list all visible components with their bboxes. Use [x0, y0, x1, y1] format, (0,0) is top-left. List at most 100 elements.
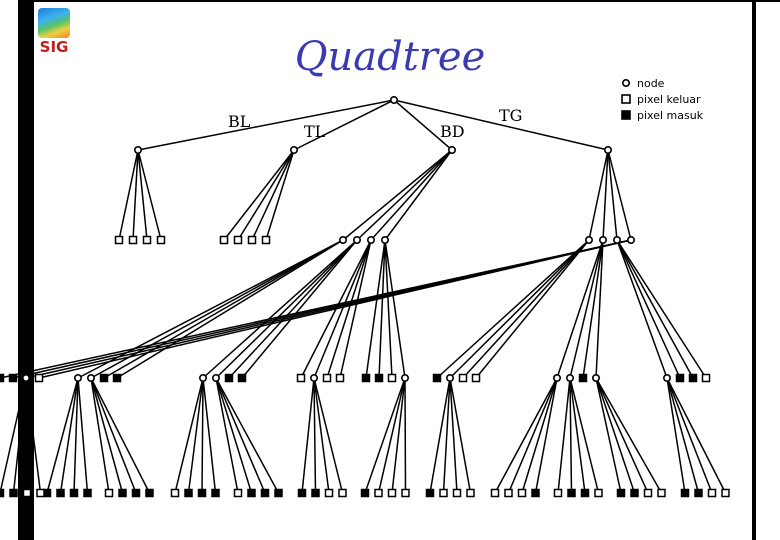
pixel-keluar [247, 235, 257, 245]
tree-edge [356, 149, 453, 241]
tree-node [74, 373, 83, 382]
legend-node-icon [621, 79, 630, 88]
pixel-keluar [104, 488, 114, 498]
tree-edge [201, 377, 204, 494]
tree-edge [393, 99, 609, 151]
tree-edge [12, 377, 27, 494]
tree-node [389, 96, 398, 105]
tree-edge [38, 239, 632, 379]
tree-edge [462, 239, 590, 379]
pixel-keluar [594, 488, 603, 498]
tree-edge [595, 377, 636, 494]
tree-edge [90, 377, 151, 494]
tree-edge [339, 239, 372, 379]
pixel-masuk [118, 488, 127, 498]
pixel-masuk [69, 488, 79, 498]
tree-edge [521, 377, 558, 494]
legend-node-label: node [637, 77, 665, 90]
tree-edge [313, 377, 330, 494]
tree-node [447, 146, 456, 155]
tree-node [591, 373, 600, 382]
tree-nodes [0, 96, 730, 498]
edge-label-bd: BD [440, 122, 465, 141]
pixel-keluar [324, 488, 334, 498]
logo-graphic [38, 8, 70, 38]
tree-node [289, 146, 298, 155]
pixel-keluar [466, 488, 475, 498]
tree-node [21, 373, 30, 382]
pixel-masuk [260, 488, 270, 498]
pixel-keluar [142, 235, 152, 245]
tree-node [584, 236, 593, 245]
tree-node [662, 373, 671, 382]
pixel-masuk [131, 488, 141, 498]
tree-node [134, 146, 143, 155]
pixel-keluar [156, 235, 166, 245]
pixel-masuk [578, 373, 588, 383]
pixel-masuk [311, 488, 320, 498]
tree-edge [595, 377, 663, 494]
tree-node [212, 373, 221, 382]
pixel-keluar [401, 488, 410, 498]
page-title: Quadtree [294, 34, 486, 80]
tree-edge [116, 239, 344, 379]
tree-node [199, 373, 208, 382]
tree-edge [237, 149, 295, 241]
pixel-keluar [114, 235, 124, 245]
tree-edge [602, 149, 609, 241]
tree-edge [326, 239, 372, 379]
tree-edge [137, 149, 148, 241]
tree-edge [103, 239, 344, 379]
pixel-masuk [567, 488, 576, 498]
pixel-keluar [128, 235, 138, 245]
pixel-masuk [531, 488, 540, 498]
tree-edge [77, 377, 89, 494]
pixel-masuk [8, 373, 18, 383]
legend-pixel-in-label: pixel masuk [637, 109, 704, 122]
pixel-masuk [99, 373, 109, 383]
tree-edge [666, 377, 686, 494]
tree-node [380, 236, 389, 245]
tree-edge [475, 239, 590, 379]
tree-edge [137, 149, 162, 241]
pixel-keluar [374, 488, 383, 498]
legend-pixel-out-icon [621, 94, 631, 104]
tree-edge [365, 239, 386, 379]
tree-node [352, 236, 361, 245]
pixel-masuk [675, 373, 685, 383]
tree-node [626, 236, 635, 245]
legend-pixel-in-icon [621, 110, 631, 120]
tree-edge [556, 239, 604, 379]
pixel-keluar [643, 488, 653, 498]
tree-edge [132, 149, 139, 241]
tree-node [400, 373, 409, 382]
pixel-masuk [237, 373, 247, 383]
tree-edge [342, 149, 453, 241]
tree-edge [90, 377, 124, 494]
tree-edge [616, 239, 668, 379]
pixel-keluar [233, 488, 243, 498]
tree-edge [449, 377, 472, 494]
tree-edge [223, 149, 295, 241]
pixel-masuk [145, 488, 154, 498]
tree-edge [25, 377, 42, 494]
tree-edge [391, 377, 406, 494]
tree-node [565, 373, 574, 382]
pixel-masuk [274, 488, 283, 498]
pixel-keluar [458, 373, 468, 383]
pixel-masuk [56, 488, 65, 498]
tree-edge [569, 377, 600, 494]
pixel-masuk [680, 488, 690, 498]
tree-edge [607, 149, 632, 241]
tree-edge [378, 239, 386, 379]
tree-node [445, 373, 454, 382]
tree-edge [607, 149, 618, 241]
tree-edge [90, 239, 344, 379]
tree-edge [364, 377, 406, 494]
tree-edge [429, 377, 451, 494]
pixel-keluar [517, 488, 527, 498]
pixel-masuk [112, 373, 122, 383]
tree-edge [215, 377, 253, 494]
pixel-masuk [630, 488, 639, 498]
